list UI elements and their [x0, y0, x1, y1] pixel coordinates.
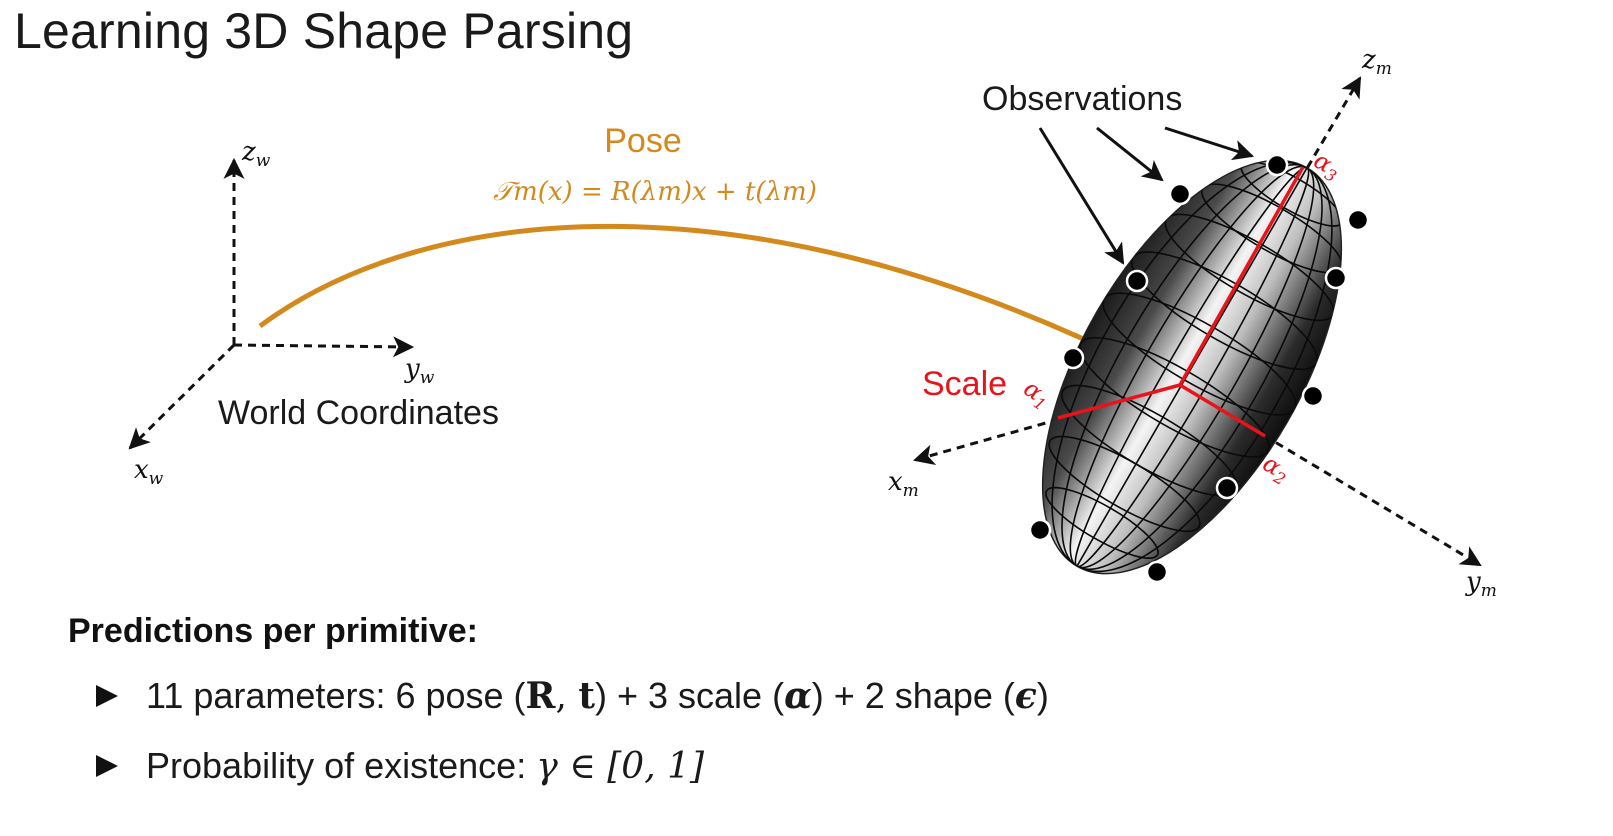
observation-point: [1324, 266, 1348, 290]
scale-alpha1-label: α1: [1017, 374, 1056, 415]
predictions-heading: Predictions per primitive:: [68, 612, 478, 650]
world-caption: World Coordinates: [218, 394, 499, 432]
world-frame: zw yw xw World Coordinates: [128, 137, 499, 489]
primitive-x-label: xm: [888, 467, 919, 501]
primitive-z-label: zm: [1361, 45, 1392, 79]
observation-point: [1028, 518, 1052, 542]
observation-point: [1346, 208, 1370, 232]
bullet-triangle-icon: [96, 685, 118, 707]
world-z-label: zw: [241, 137, 271, 171]
world-y-label: yw: [404, 354, 435, 388]
predictions-list: 11 parameters: 6 pose (R, t) + 3 scale (…: [96, 675, 1049, 818]
observation-point: [1215, 476, 1239, 500]
bullet-triangle-icon: [96, 755, 118, 777]
scale-alpha2-line: [1179, 383, 1266, 438]
bullet-text: 11 parameters: 6 pose (R, t) + 3 scale (…: [146, 675, 1049, 717]
observation-point: [1061, 346, 1085, 370]
world-x-label: xw: [134, 455, 164, 489]
predictions-bullet-existence: Probability of existence: γ ∈ [0, 1]: [96, 745, 1049, 787]
scale-axes: Scale α1 α2 α3: [922, 146, 1340, 489]
world-y-axis: [233, 336, 415, 358]
world-x-axis: [128, 343, 236, 450]
observation-point: [1265, 153, 1289, 177]
primitive-y-label: ym: [1465, 567, 1497, 601]
observation-point: [1145, 560, 1169, 584]
observation-pointer: [1096, 126, 1164, 182]
shape-parsing-diagram: zw yw xw World Coordinates Pose 𝒯m(x) = …: [128, 45, 1497, 601]
predictions-bullet-parameters: 11 parameters: 6 pose (R, t) + 3 scale (…: [96, 675, 1049, 717]
bullet-text: Probability of existence: γ ∈ [0, 1]: [146, 745, 705, 787]
scale-alpha1-line: [1057, 383, 1181, 420]
observations-label: Observations: [982, 80, 1182, 118]
pose-arrow: [258, 224, 1166, 379]
observations: Observations: [982, 80, 1370, 584]
observation-point: [1301, 384, 1325, 408]
pose-transform: Pose 𝒯m(x) = R(λm)x + t(λm): [258, 122, 1166, 379]
observation-pointer: [1164, 126, 1254, 161]
scale-label: Scale: [922, 365, 1007, 403]
observation-pointer: [1038, 127, 1125, 265]
pose-label: Pose: [604, 122, 682, 160]
observation-point: [1125, 269, 1149, 293]
pose-formula: 𝒯m(x) = R(λm)x + t(λm): [493, 177, 817, 207]
scale-alpha3-line: [1178, 166, 1305, 386]
observation-point: [1168, 182, 1192, 206]
slide-title: Learning 3D Shape Parsing: [14, 3, 634, 59]
